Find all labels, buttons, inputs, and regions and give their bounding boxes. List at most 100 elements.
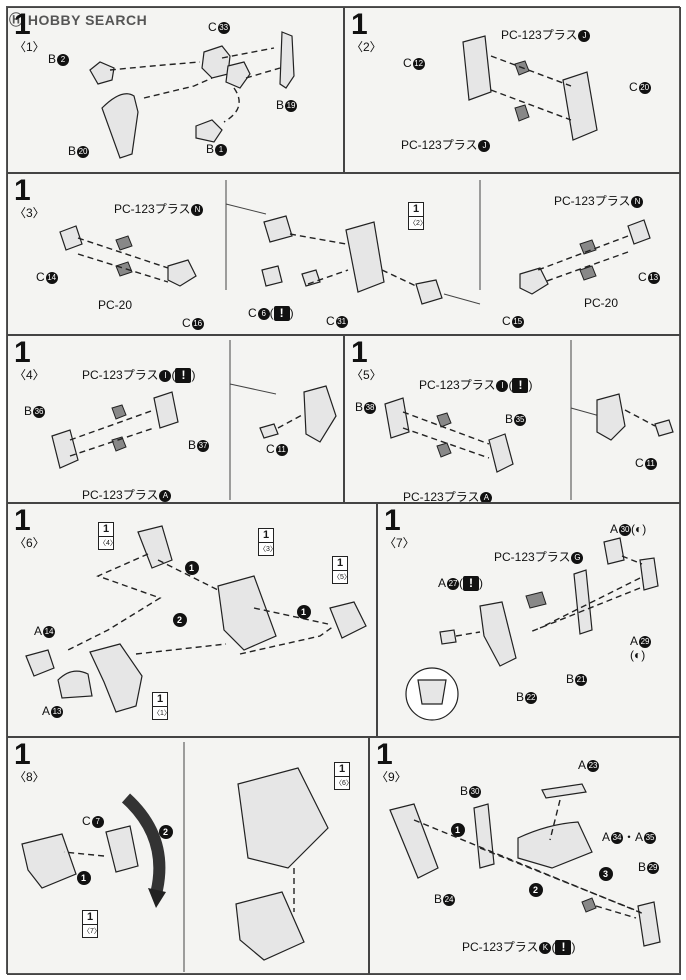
step-reference: 1〈2〉 — [408, 202, 427, 230]
step-number: 1 — [14, 8, 31, 41]
step-reference: 1〈7〉 — [82, 910, 101, 938]
sub-step: 〈3〉 — [14, 206, 45, 220]
svg-text:2: 2 — [163, 827, 168, 837]
svg-text:2: 2 — [177, 615, 182, 625]
sub-step: 〈9〉 — [376, 770, 407, 784]
hobby-search-logo-icon: Ⓗ — [9, 12, 28, 28]
caution-mark: ! — [512, 378, 529, 394]
diagram-1-3 — [59, 180, 651, 305]
step-number: 1 — [376, 738, 393, 771]
diagram-1-5 — [384, 340, 674, 500]
caution-mark: ! — [463, 576, 480, 592]
sub-step: 〈2〉 — [351, 40, 382, 54]
diagram-1-6: 1 2 1 — [25, 525, 367, 713]
step-number: 1 — [351, 8, 368, 41]
sub-step: 〈1〉 — [14, 40, 45, 54]
sub-step: 〈4〉 — [14, 368, 45, 382]
ring-mark-icon: ◐ — [634, 648, 642, 662]
step-reference: 1〈5〉 — [332, 556, 351, 584]
diagram-1-4 — [51, 340, 337, 500]
part-label: PC-20 — [584, 296, 619, 310]
step-number: 1 — [14, 504, 31, 537]
svg-text:3: 3 — [603, 869, 608, 879]
sub-step: 〈6〉 — [14, 536, 45, 550]
ring-mark-icon: ◐ — [635, 522, 643, 536]
sub-step: 〈5〉 — [351, 368, 382, 382]
part-label: PC-20 — [98, 298, 133, 312]
diagram-1-1 — [89, 31, 295, 159]
svg-text:2: 2 — [533, 885, 538, 895]
svg-text:1: 1 — [81, 873, 86, 883]
step-reference: 1〈6〉 — [334, 762, 353, 790]
step-number: 1 — [14, 174, 31, 207]
diagram-1-7 — [405, 537, 659, 721]
diagram-1-2 — [462, 35, 598, 141]
step-number: 1 — [384, 504, 401, 537]
svg-text:1: 1 — [189, 563, 194, 573]
svg-text:1: 1 — [301, 607, 306, 617]
step-reference: 1〈4〉 — [98, 522, 117, 550]
step-number: 1 — [14, 738, 31, 771]
svg-text:1: 1 — [455, 825, 460, 835]
diagram-1-8: 1 2 — [21, 742, 329, 972]
caution-mark: ! — [175, 368, 192, 384]
sub-step: 〈8〉 — [14, 770, 45, 784]
sub-step: 〈7〉 — [384, 536, 415, 550]
step-reference: 1〈3〉 — [258, 528, 277, 556]
step-reference: 1〈1〉 — [152, 692, 171, 720]
watermark: Ⓗ HOBBY SEARCH — [9, 12, 148, 28]
step-number: 1 — [351, 336, 368, 369]
step-number: 1 — [14, 336, 31, 369]
